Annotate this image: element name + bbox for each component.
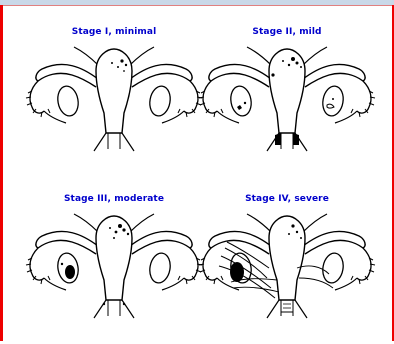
window-left-border (0, 5, 3, 341)
stage-3-diagram (24, 208, 204, 328)
stage-4-diagram (197, 208, 377, 328)
stage-3-title: Stage III, moderate (24, 194, 204, 204)
stage-4-title: Stage IV, severe (197, 194, 377, 204)
stage-2-title: Stage II, mild (197, 27, 377, 37)
stage-2-diagram (197, 41, 377, 161)
stage-2-panel: Stage II, mild (197, 27, 377, 177)
stage-4-panel: Stage IV, severe (197, 194, 377, 344)
stage-1-title: Stage I, minimal (24, 27, 204, 37)
stage-3-panel: Stage III, moderate (24, 194, 204, 344)
stage-1-diagram (24, 41, 204, 161)
window-top-accent (0, 5, 394, 6)
stage-1-panel: Stage I, minimal (24, 27, 204, 177)
